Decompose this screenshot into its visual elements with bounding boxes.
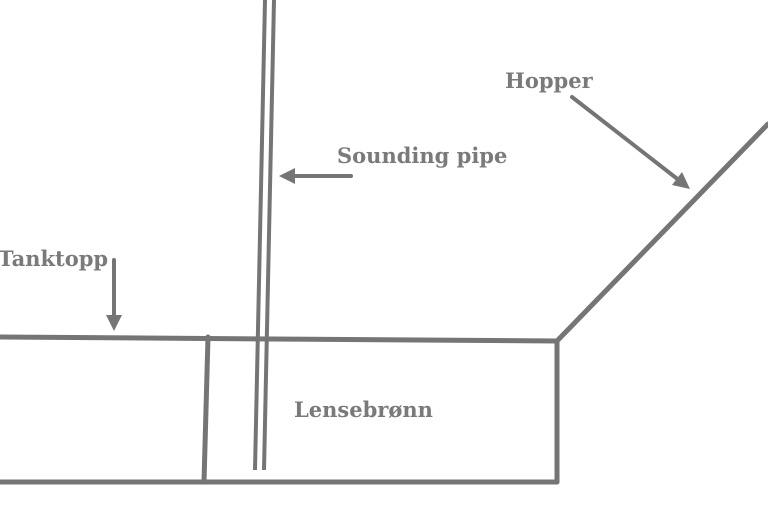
hopper-label: Hopper xyxy=(505,68,593,93)
well-left-wall xyxy=(201,334,211,485)
tanktopp-line xyxy=(0,334,560,344)
sounding-pipe-left xyxy=(253,0,267,471)
tanktopp-label: Tanktopp xyxy=(0,246,109,271)
lensebronn-label: Lensebrønn xyxy=(294,397,433,422)
tanktopp-arrow xyxy=(106,258,122,331)
sounding-pipe-arrow xyxy=(279,168,353,184)
sounding-pipe-label: Sounding pipe xyxy=(337,143,508,168)
hopper-slope-line xyxy=(554,121,768,344)
sounding-pipe-right xyxy=(262,0,276,471)
hopper-arrow xyxy=(570,95,690,189)
